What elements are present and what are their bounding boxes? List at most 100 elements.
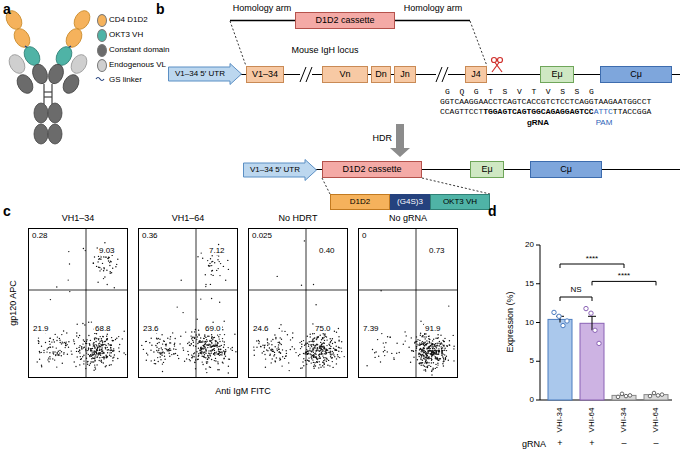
event-dot [419, 340, 420, 341]
event-dot [319, 351, 320, 352]
event-dot [304, 345, 305, 346]
event-dot [317, 362, 318, 363]
event-dot [311, 362, 312, 363]
event-dot [453, 335, 454, 336]
event-dot [335, 349, 336, 350]
event-dot [109, 257, 110, 258]
box-label: Eμ [481, 165, 492, 175]
event-dot [323, 333, 324, 334]
event-dot [98, 256, 99, 257]
event-dot [380, 290, 381, 291]
event-dot [319, 354, 320, 355]
event-dot [98, 354, 99, 355]
event-dot [437, 343, 438, 344]
event-dot [65, 345, 66, 346]
event-dot [435, 358, 436, 359]
event-dot [101, 351, 102, 352]
event-dot [442, 350, 443, 351]
event-dot [272, 349, 273, 350]
event-dot [324, 340, 325, 341]
event-dot [217, 259, 218, 260]
event-dot [92, 357, 93, 358]
sequence-text: TGGAGTCAGTGGCAGAGGAGTCC [483, 107, 593, 116]
event-dot [267, 350, 268, 351]
box-label: Cμ [630, 70, 642, 80]
event-dot [105, 348, 106, 349]
event-dot [198, 330, 199, 331]
event-dot [94, 356, 95, 357]
event-dot [438, 351, 439, 352]
event-dot [324, 353, 325, 354]
event-dot [119, 344, 120, 345]
event-dot [441, 354, 442, 355]
event-dot [110, 344, 111, 345]
event-dot [41, 352, 42, 353]
event-dot [205, 347, 206, 348]
event-dot [431, 354, 432, 355]
event-dot [91, 321, 92, 322]
quadrant-percent: 24.6 [252, 324, 270, 333]
event-dot [277, 276, 278, 277]
event-dot [203, 356, 204, 357]
event-dot [104, 357, 105, 358]
event-dot [50, 299, 51, 300]
event-dot [209, 265, 210, 266]
event-dot [433, 351, 434, 352]
event-dot [89, 365, 90, 366]
event-dot [419, 362, 420, 363]
event-dot [316, 338, 317, 339]
event-dot [101, 340, 102, 341]
event-dot [204, 344, 205, 345]
event-dot [200, 352, 201, 353]
event-dot [207, 347, 208, 348]
event-dot [102, 263, 103, 264]
event-dot [88, 347, 89, 348]
event-dot [99, 267, 100, 268]
event-dot [188, 354, 189, 355]
event-dot [52, 346, 53, 347]
event-dot [304, 353, 305, 354]
event-dot [445, 358, 446, 359]
event-dot [312, 339, 313, 340]
event-dot [299, 354, 300, 355]
event-dot [427, 353, 428, 354]
event-dot [326, 349, 327, 350]
event-dot [206, 344, 207, 345]
event-dot [85, 349, 86, 350]
event-dot [431, 374, 432, 375]
event-dot [436, 357, 437, 358]
event-dot [308, 361, 309, 362]
event-dot [331, 340, 332, 341]
event-dot [427, 358, 428, 359]
event-dot [329, 352, 330, 353]
event-dot [71, 354, 72, 355]
event-dot [99, 350, 100, 351]
event-dot [112, 357, 113, 358]
event-dot [198, 341, 199, 342]
quadrant-percent: 75.0 [314, 324, 332, 333]
event-dot [146, 360, 147, 361]
event-dot [435, 364, 436, 365]
constant-box: Cμ [600, 66, 672, 83]
event-dot [281, 330, 282, 331]
event-dot [314, 353, 315, 354]
event-dot [196, 351, 197, 352]
event-dot [91, 356, 92, 357]
event-dot [224, 344, 225, 345]
event-dot [63, 330, 64, 331]
quadrant-percent: 68.8 [94, 324, 112, 333]
event-dot [276, 348, 277, 349]
event-dot [429, 342, 430, 343]
event-dot [115, 266, 116, 267]
event-dot [216, 345, 217, 346]
event-dot [96, 353, 97, 354]
event-dot [212, 270, 213, 271]
event-dot [94, 346, 95, 347]
event-dot [324, 351, 325, 352]
event-dot [175, 353, 176, 354]
event-dot [336, 350, 337, 351]
plot-title: No gRNA [359, 214, 457, 224]
event-dot [309, 341, 310, 342]
event-dot [85, 350, 86, 351]
event-dot [101, 351, 102, 352]
